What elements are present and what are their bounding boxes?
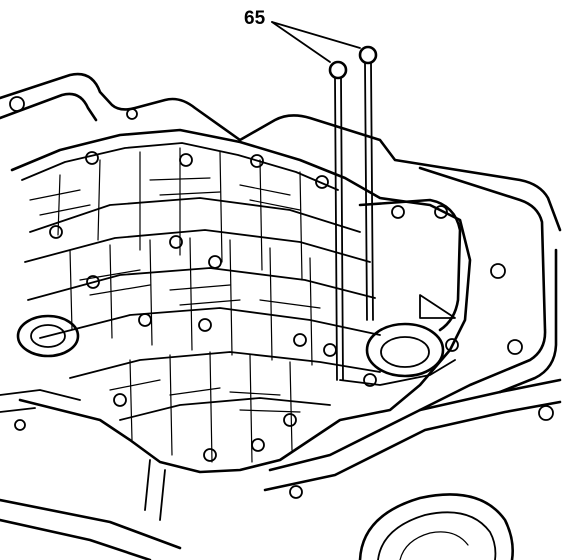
left-bore-boss: [16, 314, 80, 358]
callout-label-65: 65: [244, 8, 266, 29]
seal-right: [358, 45, 378, 65]
bolt-holes: [9, 96, 554, 499]
valve-body: [10, 128, 472, 474]
callout-65-leaders: [271, 21, 361, 63]
filter-seals-item-65: [328, 45, 378, 381]
case-outline: [0, 72, 562, 560]
round-cover: [358, 493, 514, 560]
seal-left: [328, 60, 348, 80]
accumulator-housing: [339, 198, 462, 386]
